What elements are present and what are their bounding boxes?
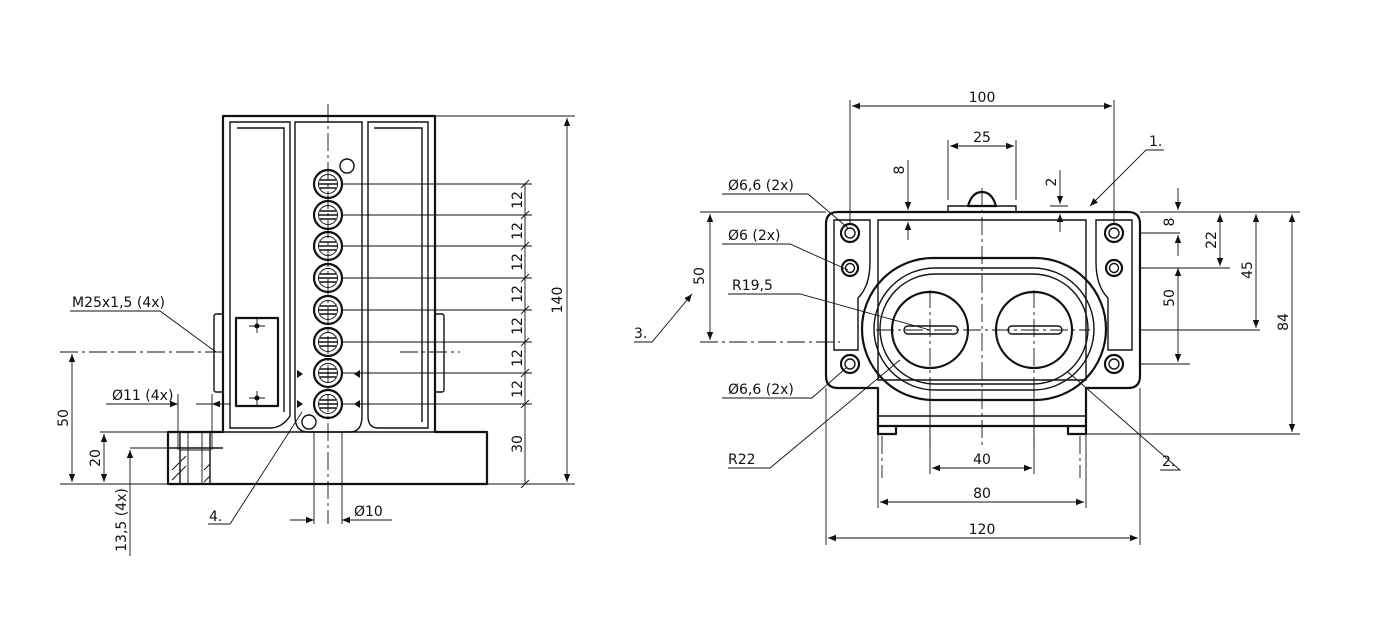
hole-6: Ø6 (2x) [728, 228, 781, 244]
callout-3: 3. [634, 326, 647, 342]
dim-thread: M25x1,5 (4x) [72, 295, 165, 311]
callout-1: 1. [1149, 134, 1162, 150]
callout-2: 2. [1162, 454, 1175, 470]
oblong-cover [860, 256, 1108, 402]
radius-19-5: R19,5 [732, 278, 773, 294]
dim-50-right: 50 [1162, 289, 1178, 307]
dim-pitch-1: 12 [510, 191, 526, 209]
dim-pitch-7: 12 [510, 380, 526, 398]
side-body-outline [166, 114, 489, 486]
dim-8-top: 8 [892, 166, 908, 175]
dim-80: 80 [973, 486, 991, 502]
dim-pitch-2: 12 [510, 222, 526, 240]
dim-height-50: 50 [56, 409, 72, 427]
dim-hole-11: Ø11 (4x) [112, 388, 173, 404]
dim-45: 45 [1240, 261, 1256, 279]
radius-22: R22 [728, 452, 756, 468]
label-plate [234, 316, 280, 408]
dim-height-140: 140 [550, 287, 566, 314]
dim-bottom-30: 30 [510, 435, 526, 453]
dim-22: 22 [1204, 231, 1220, 249]
side-view [60, 104, 575, 556]
dim-height-20: 20 [88, 449, 104, 467]
callout-4: 4. [209, 509, 222, 525]
dim-width-100: 100 [969, 90, 996, 106]
top-view-labels: 100 25 8 2 1. Ø6,6 (2x) Ø6 (2x) 50 3. R1… [634, 90, 1292, 538]
dim-8-right: 8 [1162, 218, 1178, 227]
top-view [634, 100, 1300, 545]
dim-40: 40 [973, 452, 991, 468]
dim-50-left: 50 [692, 267, 708, 285]
dim-width-25: 25 [973, 130, 991, 146]
side-view-labels: 12 12 12 12 12 12 12 30 140 M25x1,5 (4x)… [56, 191, 566, 552]
dim-84: 84 [1276, 313, 1292, 331]
dim-pitch-4: 12 [510, 285, 526, 303]
dim-pitch-3: 12 [510, 253, 526, 271]
dim-diameter-10: Ø10 [354, 504, 383, 520]
dim-counterbore: 13,5 (4x) [114, 488, 130, 552]
dim-2-top: 2 [1044, 178, 1060, 187]
dim-pitch-6: 12 [510, 349, 526, 367]
plunger-column [294, 121, 363, 433]
hole-66-bottom: Ø6,6 (2x) [728, 382, 794, 398]
dim-pitch-5: 12 [510, 317, 526, 335]
hole-66-top: Ø6,6 (2x) [728, 178, 794, 194]
dim-120: 120 [969, 522, 996, 538]
